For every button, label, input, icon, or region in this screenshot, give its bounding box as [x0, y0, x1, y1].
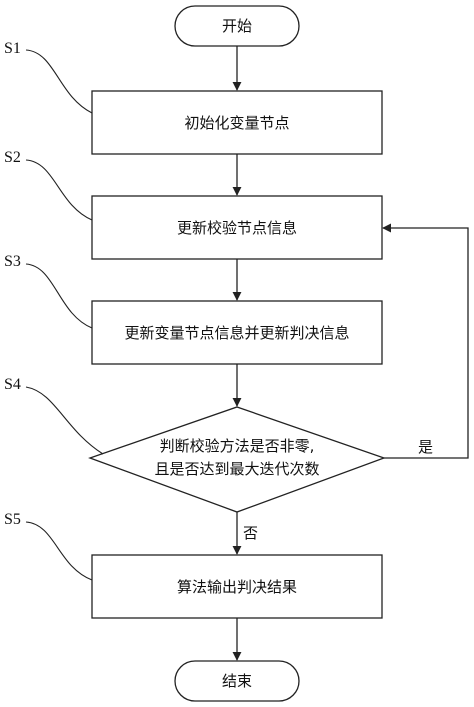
output-label: 算法输出判决结果 [177, 578, 297, 596]
step-label-s3: S3 [4, 253, 21, 270]
leader-s4 [25, 386, 104, 455]
leader-s5 [25, 521, 93, 581]
end-label: 结束 [222, 672, 252, 690]
decision-label-line2: 且是否达到最大迭代次数 [154, 460, 319, 478]
update-check-box: 更新校验节点信息 [91, 195, 383, 260]
end-terminator: 结束 [174, 660, 300, 702]
edge-label-no: 否 [243, 524, 258, 542]
step-label-s2: S2 [4, 149, 21, 166]
update-var-box: 更新变量节点信息并更新判决信息 [91, 300, 383, 365]
step-label-s5: S5 [4, 511, 21, 528]
init-box: 初始化变量节点 [91, 90, 383, 155]
start-terminator: 开始 [174, 5, 300, 47]
leader-s1 [25, 49, 93, 114]
decision-label-line1: 判断校验方法是否非零, [160, 437, 315, 455]
update-var-label: 更新变量节点信息并更新判决信息 [124, 324, 349, 342]
leader-s2 [25, 159, 93, 221]
arrow-yes-loop [382, 223, 469, 459]
edge-label-yes: 是 [418, 438, 433, 456]
update-check-label: 更新校验节点信息 [177, 219, 297, 237]
init-label: 初始化变量节点 [184, 114, 289, 132]
step-label-s4: S4 [4, 376, 21, 393]
output-box: 算法输出判决结果 [91, 554, 383, 619]
step-label-s1: S1 [4, 40, 21, 57]
leader-s3 [25, 263, 93, 329]
start-label: 开始 [222, 17, 252, 35]
decision-diamond: 判断校验方法是否非零, 且是否达到最大迭代次数 [88, 406, 386, 513]
